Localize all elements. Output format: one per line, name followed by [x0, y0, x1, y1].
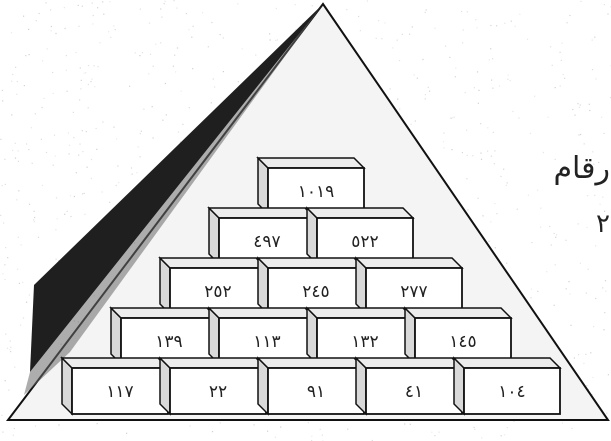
- pyramid-block: ٩١: [258, 358, 364, 414]
- block-number-label: ٢٤٥: [302, 282, 329, 302]
- block-top-face: [405, 308, 511, 318]
- block-top-face: [209, 208, 315, 218]
- block-top-face: [258, 158, 364, 168]
- block-top-face: [62, 358, 168, 368]
- pyramid-block: ٤٩٧: [209, 208, 315, 264]
- block-number-label: ١٠٤: [498, 382, 525, 402]
- block-number-label: ١١٣: [253, 332, 280, 352]
- block-number-label: ١٠١٩: [298, 182, 335, 202]
- block-number-label: ١٣٢: [351, 332, 378, 352]
- pyramid-block: ٢٥٢: [160, 258, 266, 314]
- pyramid-block: ١١٣: [209, 308, 315, 364]
- block-top-face: [209, 308, 315, 318]
- block-number-label: ٢٢: [209, 382, 227, 402]
- block-top-face: [356, 258, 462, 268]
- block-top-face: [160, 358, 266, 368]
- block-number-label: ١١٧: [106, 382, 133, 402]
- block-number-label: ٥٢٢: [351, 232, 378, 252]
- pyramid-block: ١٤٥: [405, 308, 511, 364]
- background-text-line1: رقام: [553, 151, 610, 186]
- pyramid-block: ٤١: [356, 358, 462, 414]
- block-number-label: ٢٥٢: [204, 282, 231, 302]
- pyramid-block: ٥٢٢: [307, 208, 413, 264]
- block-top-face: [307, 308, 413, 318]
- block-number-label: ٤١: [405, 382, 423, 402]
- pyramid-block: ١٣٩: [111, 308, 217, 364]
- pyramid-block: ١١٧: [62, 358, 168, 414]
- block-top-face: [258, 358, 364, 368]
- block-top-face: [258, 258, 364, 268]
- pyramid-block: ١٠٤: [454, 358, 560, 414]
- pyramid-block: ٢٧٧: [356, 258, 462, 314]
- block-top-face: [307, 208, 413, 218]
- block-number-label: ٩١: [307, 382, 325, 402]
- block-top-face: [111, 308, 217, 318]
- block-number-label: ١٤٥: [449, 332, 476, 352]
- block-top-face: [356, 358, 462, 368]
- pyramid-block: ١٣٢: [307, 308, 413, 364]
- block-number-label: ١٣٩: [155, 332, 182, 352]
- pyramid-block: ٢٤٥: [258, 258, 364, 314]
- block-top-face: [160, 258, 266, 268]
- block-number-label: ٢٧٧: [400, 282, 427, 302]
- pyramid-block: ٢٢: [160, 358, 266, 414]
- background-text-line2: ٢: [596, 209, 610, 239]
- block-top-face: [454, 358, 560, 368]
- pyramid-block: ١٠١٩: [258, 158, 364, 214]
- block-number-label: ٤٩٧: [253, 232, 280, 252]
